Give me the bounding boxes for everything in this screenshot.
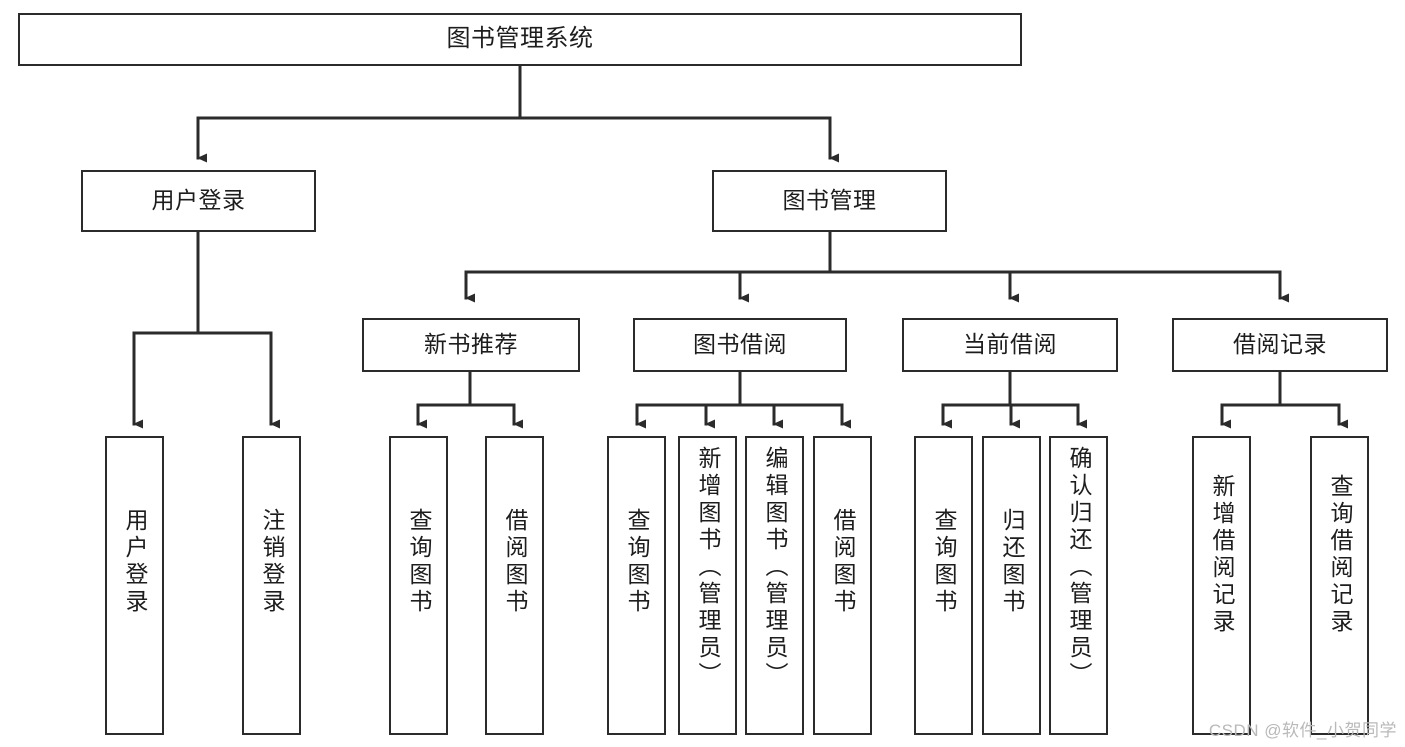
connectors-borrowrecord-to-leaves (1220, 370, 1348, 429)
connectors-bookborrow-to-leaves (635, 370, 851, 429)
node-leaf-query-book-borrow[interactable]: 查询图书 (607, 436, 666, 735)
node-leaf-query-book-current[interactable]: 查询图书 (914, 436, 973, 735)
node-label: 借阅图书 (502, 508, 528, 616)
node-label: 确认归还（管理员） (1066, 446, 1092, 689)
node-book-borrow[interactable]: 图书借阅 (633, 318, 847, 372)
node-leaf-borrow-book-new[interactable]: 借阅图书 (485, 436, 544, 735)
node-new-book-recommend[interactable]: 新书推荐 (362, 318, 580, 372)
node-label: 图书借阅 (693, 331, 787, 358)
connectors-currentborrow-to-leaves (941, 370, 1087, 429)
node-user-login[interactable]: 用户登录 (81, 170, 316, 232)
node-label: 借阅记录 (1233, 331, 1327, 358)
node-leaf-borrow-book-borrow[interactable]: 借阅图书 (813, 436, 872, 735)
node-label: 查询图书 (931, 508, 957, 616)
node-leaf-logout-login[interactable]: 注销登录 (242, 436, 301, 735)
node-root-book-management-system[interactable]: 图书管理系统 (18, 13, 1022, 66)
connectors-root-to-level2 (196, 64, 839, 163)
node-label: 注销登录 (259, 508, 285, 616)
node-leaf-user-login[interactable]: 用户登录 (105, 436, 164, 735)
node-leaf-add-book[interactable]: 新增图书（管理员） (678, 436, 737, 735)
node-book-management[interactable]: 图书管理 (712, 170, 947, 232)
node-leaf-query-borrow-record[interactable]: 查询借阅记录 (1310, 436, 1369, 735)
node-label: 借阅图书 (830, 508, 856, 616)
node-label: 查询借阅记录 (1327, 474, 1353, 636)
connectors-userlogin-to-leaves (132, 230, 280, 429)
node-label: 查询图书 (624, 508, 650, 616)
node-leaf-edit-book[interactable]: 编辑图书（管理员） (745, 436, 804, 735)
node-label: 用户登录 (122, 508, 148, 616)
connectors-bookmgmt-to-level3 (464, 230, 1289, 303)
node-borrow-record[interactable]: 借阅记录 (1172, 318, 1388, 372)
node-current-borrow[interactable]: 当前借阅 (902, 318, 1118, 372)
node-leaf-add-borrow-record[interactable]: 新增借阅记录 (1192, 436, 1251, 735)
node-label: 图书管理系统 (446, 25, 594, 53)
node-label: 用户登录 (151, 187, 246, 214)
node-label: 编辑图书（管理员） (762, 446, 788, 689)
node-label: 图书管理 (782, 187, 877, 214)
node-label: 新书推荐 (424, 331, 518, 358)
node-leaf-confirm-return[interactable]: 确认归还（管理员） (1049, 436, 1108, 735)
node-label: 当前借阅 (963, 331, 1057, 358)
connectors-newbook-to-leaves (416, 370, 523, 429)
node-leaf-query-book-new[interactable]: 查询图书 (389, 436, 448, 735)
node-label: 查询图书 (406, 508, 432, 616)
node-label: 新增借阅记录 (1209, 474, 1235, 636)
node-leaf-return-book[interactable]: 归还图书 (982, 436, 1041, 735)
node-label: 归还图书 (999, 508, 1025, 616)
node-label: 新增图书（管理员） (695, 446, 721, 689)
